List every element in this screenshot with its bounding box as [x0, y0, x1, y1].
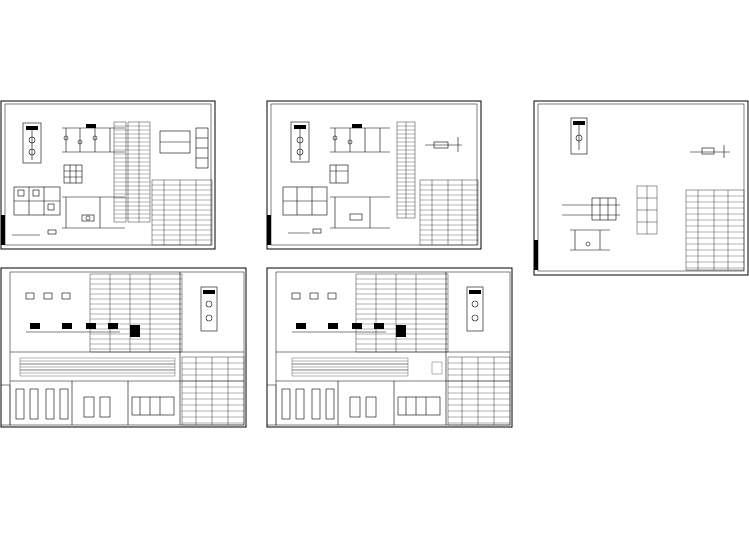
breaker-symbols — [291, 292, 406, 337]
control-circuit — [329, 124, 390, 184]
io-list-table — [355, 273, 449, 353]
drawing-sheet-5[interactable] — [266, 267, 513, 428]
terminal-blocks — [281, 388, 441, 420]
drawing-sheet-1[interactable] — [0, 100, 216, 250]
io-table — [447, 356, 511, 426]
panel-front-view — [570, 117, 588, 155]
bus-circuit — [288, 196, 390, 234]
component-grid — [13, 186, 61, 216]
control-circuit — [62, 124, 125, 184]
drawing-sheet-3[interactable] — [533, 100, 749, 276]
drawing-sheet-2[interactable] — [266, 100, 482, 250]
io-table — [685, 189, 745, 271]
feeder-circuit — [562, 197, 620, 251]
breaker-symbols — [25, 292, 140, 337]
io-list-table — [89, 273, 183, 353]
terminal-strip — [636, 185, 658, 235]
panel-front-view — [200, 286, 218, 332]
component-grid — [282, 186, 328, 216]
terminal-strip — [113, 121, 151, 223]
right-schematic — [690, 145, 730, 158]
right-schematic — [159, 127, 209, 169]
io-table — [151, 179, 213, 246]
io-table — [181, 356, 245, 426]
right-schematic — [425, 137, 462, 152]
panel-front-view — [290, 121, 310, 163]
panel-front-view — [466, 286, 484, 332]
bus-circuit — [12, 196, 125, 236]
io-table — [419, 179, 479, 246]
terminal-blocks — [15, 388, 175, 420]
panel-front-view — [22, 122, 42, 164]
drawing-sheet-4[interactable] — [0, 267, 247, 428]
